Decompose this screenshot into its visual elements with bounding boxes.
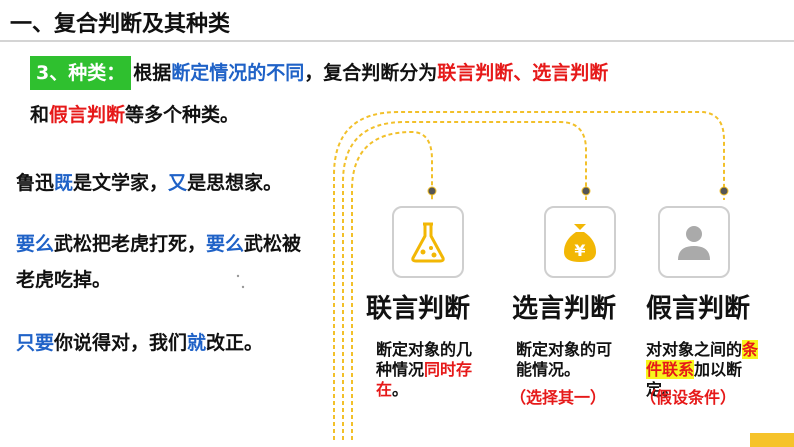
page-title: 一、复合判断及其种类 (10, 12, 231, 37)
category-conjunctive: 联言判断 (366, 294, 471, 324)
hypothetical-description: 对对象之间的条件联系加以断定。 (646, 340, 759, 399)
disjunctive-note: （选择其一） (510, 388, 607, 407)
person-icon (678, 226, 710, 260)
disjunctive-description: 断定对象的可能情况。 (516, 340, 613, 379)
intro-line-2: 和假言判断等多个种类。 (30, 104, 240, 126)
money-bag-card: ¥ (544, 206, 616, 278)
person-card (658, 206, 730, 278)
flask-card (392, 206, 464, 278)
flask-icon (411, 222, 445, 263)
section-badge: 3、种类： (30, 56, 132, 90)
corner-accent-bar (750, 433, 794, 447)
svg-text:¥: ¥ (574, 241, 585, 260)
hypothetical-note: （假设条件） (640, 388, 737, 407)
conjunctive-description: 断定对象的几种情况同时存在。 (376, 340, 473, 399)
example-conjunctive: 鲁迅既是文学家，又是思想家。 (16, 172, 283, 194)
intro-line: 3、种类：根据断定情况的不同，复合判断分为联言判断、选言判断 (30, 56, 608, 90)
category-disjunctive: 选言判断 (512, 294, 617, 324)
example-disjunctive: 要么武松把老虎打死，要么武松被老虎吃掉。 (16, 233, 302, 291)
example-hypothetical: 只要你说得对，我们就改正。 (16, 332, 264, 354)
category-hypothetical: 假言判断 (646, 294, 751, 324)
money-bag-icon: ¥ (564, 224, 596, 262)
title-divider (0, 40, 794, 42)
